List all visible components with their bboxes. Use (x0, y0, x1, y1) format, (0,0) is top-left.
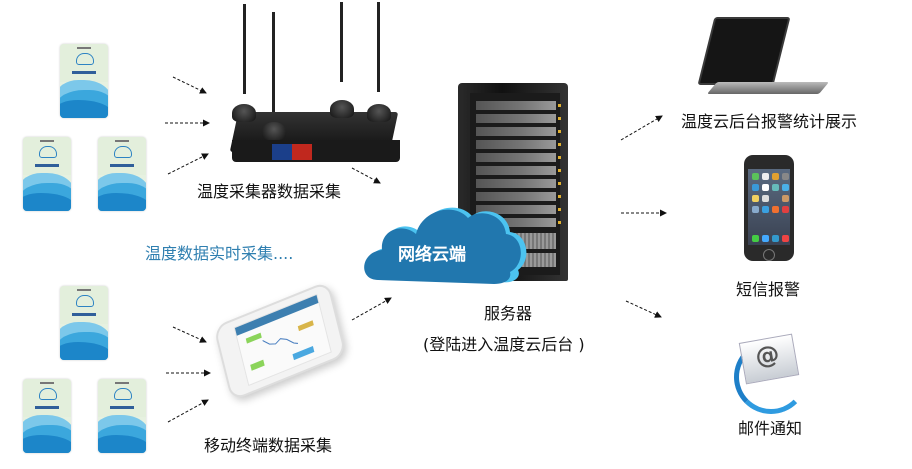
temperature-sensor-tag-icon (23, 379, 71, 453)
arrow-tag-to-mobile-3 (167, 399, 209, 423)
arrow-mobile-to-cloud (351, 297, 392, 321)
temperature-sensor-tag-icon (60, 44, 108, 118)
sms-label: 短信报警 (736, 280, 801, 299)
mobile-phone-icon (744, 155, 794, 261)
temperature-sensor-tag-icon (23, 137, 71, 211)
arrow-tag-to-collector-1 (172, 76, 207, 94)
arrow-server-to-dashboard (620, 115, 663, 141)
collector-label: 温度采集器数据采集 (197, 182, 342, 201)
cloud-label: 网络云端 (398, 245, 466, 265)
smartphone-app-icon (213, 280, 347, 402)
server-sublabel: (登陆进入温度云后台 ) (423, 335, 585, 354)
arrow-server-to-email (625, 300, 662, 318)
email-label: 邮件通知 (738, 419, 803, 438)
dashboard-label: 温度云后台报警统计展示 (681, 112, 858, 131)
temperature-sensor-tag-icon (98, 137, 146, 211)
temperature-sensor-tag-icon (98, 379, 146, 453)
arrow-tag-to-mobile-1 (172, 326, 207, 343)
server-label: 服务器 (484, 304, 533, 323)
arrow-tag-to-collector-3 (167, 153, 209, 175)
arrow-collector-to-cloud (351, 167, 381, 184)
realtime-collection-caption: 温度数据实时采集.... (145, 244, 294, 263)
cloud-icon (364, 207, 527, 284)
mobile-terminal-label: 移动终端数据采集 (204, 436, 333, 455)
temperature-sensor-tag-icon (60, 286, 108, 360)
